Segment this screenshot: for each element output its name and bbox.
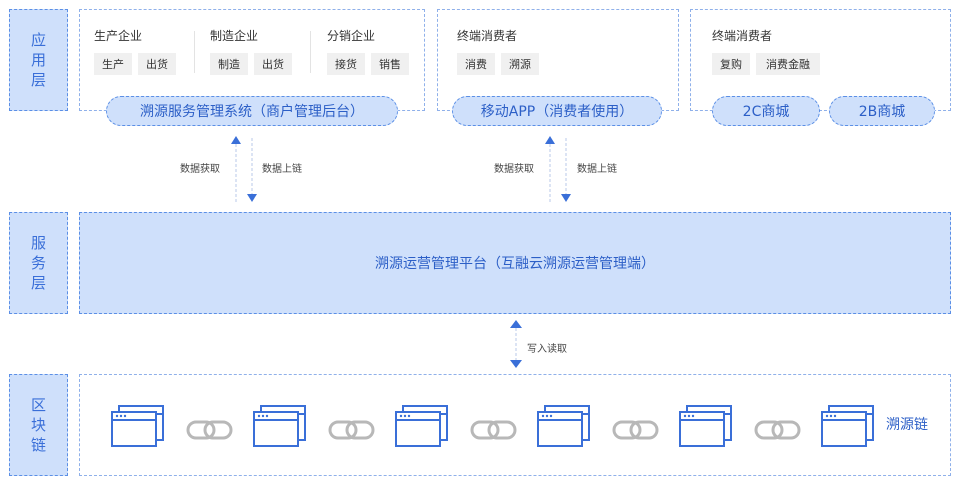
pill-2c-mall: 2C商城 bbox=[712, 96, 820, 126]
block-icon bbox=[253, 405, 306, 447]
block-icon bbox=[537, 405, 590, 447]
layer-label-application: 应用层 bbox=[9, 9, 68, 111]
chip-manufacture: 制造 bbox=[210, 53, 248, 75]
chain-link-icon bbox=[328, 420, 375, 440]
chip-consumer-finance: 消费金融 bbox=[756, 53, 820, 75]
block-icon bbox=[821, 405, 874, 447]
chip-sales: 销售 bbox=[371, 53, 409, 75]
layer-label-blockchain-text: 区块链 bbox=[31, 396, 47, 454]
label-data-upload-left: 数据上链 bbox=[262, 164, 302, 175]
chip-shipment: 出货 bbox=[138, 53, 176, 75]
blockchain-chain bbox=[111, 405, 874, 447]
label-data-upload-right: 数据上链 bbox=[577, 164, 617, 175]
label-data-fetch-left: 数据获取 bbox=[180, 164, 220, 175]
block-icon bbox=[395, 405, 448, 447]
chip-consume: 消费 bbox=[457, 53, 495, 75]
section-title-production: 生产企业 bbox=[94, 29, 143, 43]
section-title-manufacturing: 制造企业 bbox=[210, 29, 259, 43]
chain-link-icon bbox=[754, 420, 801, 440]
layer-label-service-text: 服务层 bbox=[31, 234, 47, 292]
pill-mobile-app: 移动APP（消费者使用） bbox=[452, 96, 662, 126]
section-title-consumer: 终端消费者 bbox=[457, 29, 518, 43]
chip-shipment-2: 出货 bbox=[254, 53, 292, 75]
section-divider bbox=[310, 31, 311, 73]
pill-2b-mall: 2B商城 bbox=[829, 96, 935, 126]
arrow-read-write bbox=[510, 320, 522, 368]
layer-label-application-text: 应用层 bbox=[31, 31, 47, 89]
arrow-pair-left bbox=[231, 136, 257, 202]
layer-label-blockchain: 区块链 bbox=[9, 374, 68, 476]
chain-link-icon bbox=[612, 420, 659, 440]
block-icon bbox=[679, 405, 732, 447]
chain-link-icon bbox=[470, 420, 517, 440]
block-icon bbox=[111, 405, 164, 447]
chain-link-icon bbox=[186, 420, 233, 440]
service-platform-box: 溯源运营管理平台（互融云溯源运营管理端） bbox=[79, 212, 951, 314]
layer-label-service: 服务层 bbox=[9, 212, 68, 314]
pill-merchant-backend: 溯源服务管理系统（商户管理后台） bbox=[106, 96, 398, 126]
enterprise-panel bbox=[79, 9, 425, 111]
label-data-fetch-right: 数据获取 bbox=[494, 164, 534, 175]
section-divider bbox=[194, 31, 195, 73]
arrow-pair-right bbox=[545, 136, 571, 202]
chip-trace: 溯源 bbox=[501, 53, 539, 75]
chip-production: 生产 bbox=[94, 53, 132, 75]
label-write-read: 写入读取 bbox=[527, 344, 567, 355]
chain-label: 溯源链 bbox=[886, 417, 928, 433]
chip-repurchase: 复购 bbox=[712, 53, 750, 75]
chip-receive: 接货 bbox=[327, 53, 365, 75]
section-title-distribution: 分销企业 bbox=[327, 29, 376, 43]
section-title-consumer-2: 终端消费者 bbox=[712, 29, 773, 43]
